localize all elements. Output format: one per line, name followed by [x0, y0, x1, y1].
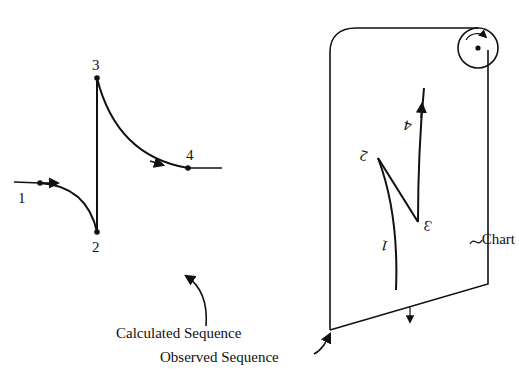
observed-number: 4 — [402, 117, 413, 133]
obs-curve-1-2 — [378, 158, 396, 290]
point-number: 2 — [92, 240, 100, 255]
leader-arrow — [186, 276, 206, 326]
point — [95, 76, 99, 80]
rotation-arrow — [466, 34, 486, 40]
observed-number: 3 — [422, 217, 433, 233]
roll-axis — [476, 46, 480, 50]
calc-curve-1-2 — [40, 183, 97, 232]
point — [186, 166, 190, 170]
calc-lead — [14, 182, 40, 183]
obs-jump-2-3 — [378, 158, 418, 222]
point — [38, 181, 42, 185]
calc-arrow — [150, 161, 163, 165]
point-number: 1 — [18, 191, 26, 206]
chart-motion-arrow — [409, 306, 410, 322]
point — [95, 230, 99, 234]
obs-arrow — [421, 104, 422, 118]
calc-curve-3-4 — [97, 78, 188, 168]
obs-curve-3-4 — [418, 88, 424, 222]
point-number: 3 — [92, 58, 100, 73]
chart-roll — [458, 28, 498, 68]
point-number: 4 — [186, 148, 194, 163]
chart-label: Chart — [482, 232, 515, 247]
caption-label: Observed Sequence — [160, 350, 279, 365]
chart-paper — [330, 50, 488, 330]
calc-tail — [188, 167, 222, 169]
caption-label: Calculated Sequence — [116, 326, 241, 341]
chart-paper — [330, 28, 478, 330]
chart-leader — [470, 240, 482, 244]
observed-number: 1 — [379, 237, 390, 253]
leader-arrow — [314, 334, 330, 354]
calc-jump-2-3 — [96, 78, 98, 232]
observed-number: 2 — [358, 147, 369, 163]
